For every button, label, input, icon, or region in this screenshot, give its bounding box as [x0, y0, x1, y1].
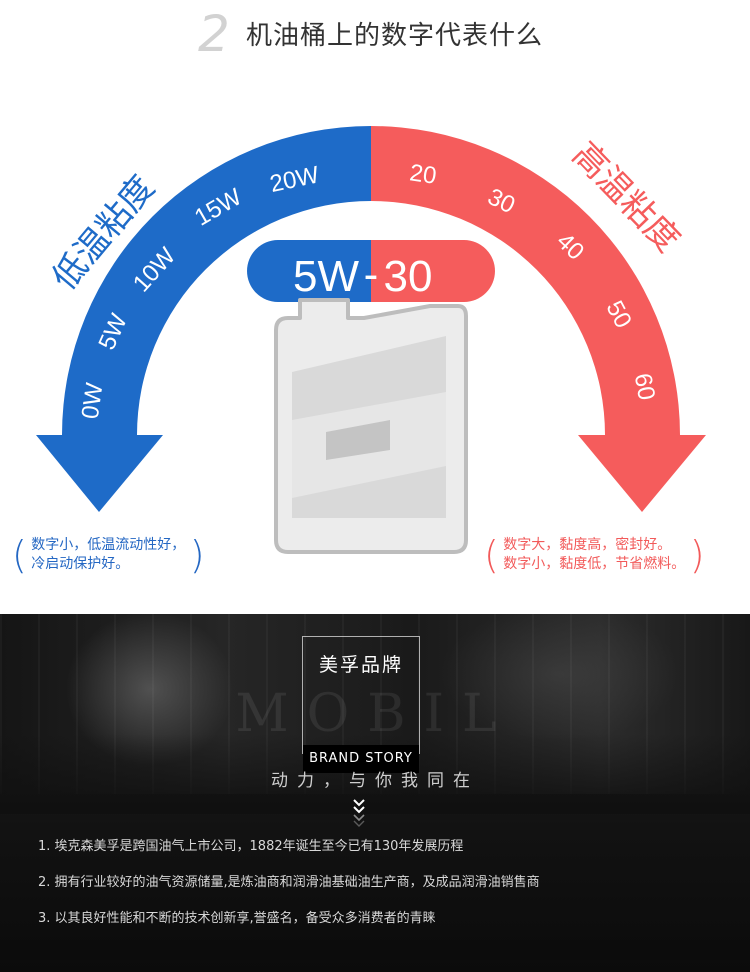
high-note-line1: 数字大，黏度高，密封好。 [503, 537, 672, 553]
section-title: 机油桶上的数字代表什么 [246, 21, 544, 51]
low-note-line2: 冷启动保护好。 [31, 556, 130, 572]
oil-jug-icon [274, 298, 468, 554]
viscosity-arc-graphic: 低温粘度 高温粘度 0W 5W 10W 15W 20W 20 30 40 50 … [36, 126, 706, 554]
low-temp-arc [62, 126, 371, 435]
chevron-down-icon [353, 799, 365, 827]
low-note-bracket-close: ) [189, 533, 205, 577]
low-temp-note: ( 数字小，低温流动性好， 冷启动保护好。 ) [12, 535, 205, 575]
section-number: 2 [198, 5, 230, 63]
high-tick-0: 20 [408, 159, 438, 189]
section-heading: 2 机油桶上的数字代表什么 [0, 0, 750, 70]
viscosity-diagram: 低温粘度 高温粘度 0W 5W 10W 15W 20W 20 30 40 50 … [12, 126, 706, 575]
list-item: 1. 埃克森美孚是跨国油气上市公司，1882年诞生至今已有130年发展历程 [38, 839, 464, 854]
high-temp-arrowhead [578, 435, 706, 512]
brand-tagline: 动力，与你我同在 [271, 771, 479, 791]
brand-section: MOBIL 美孚品牌 BRAND STORY 动力，与你我同在 1. 埃克森美孚… [0, 614, 750, 972]
grade-separator: - [364, 250, 379, 299]
high-note-bracket-open: ( [484, 533, 499, 577]
grade-pill [247, 240, 495, 302]
low-note-bracket-open: ( [12, 533, 27, 577]
grade-right: 30 [384, 252, 433, 301]
brand-title-en: BRAND STORY [303, 745, 419, 773]
low-temp-arrowhead [36, 435, 163, 512]
grade-left: 5W [293, 252, 359, 301]
high-temp-arc [371, 126, 680, 435]
brand-watermark: MOBIL [235, 684, 515, 744]
list-item: 3. 以其良好性能和不断的技术创新享,誉盛名，备受众多消费者的青睐 [38, 911, 436, 926]
low-note-line1: 数字小，低温流动性好， [31, 537, 186, 553]
brand-title-box: 美孚品牌 BRAND STORY [302, 636, 420, 773]
high-note-line2: 数字小，黏度低，节省燃料。 [503, 556, 686, 572]
high-tick-4: 60 [629, 371, 660, 402]
list-item: 2. 拥有行业较好的油气资源储量,是炼油商和润滑油基础油生产商，及成品润滑油销售… [38, 875, 540, 890]
high-temp-note: ( 数字大，黏度高，密封好。 数字小，黏度低，节省燃料。 ) [484, 535, 705, 575]
low-tick-0: 0W [77, 381, 109, 421]
high-note-bracket-close: ) [689, 533, 705, 577]
brand-facts-list: 1. 埃克森美孚是跨国油气上市公司，1882年诞生至今已有130年发展历程 2.… [38, 838, 728, 946]
brand-title-cn: 美孚品牌 [318, 654, 403, 676]
